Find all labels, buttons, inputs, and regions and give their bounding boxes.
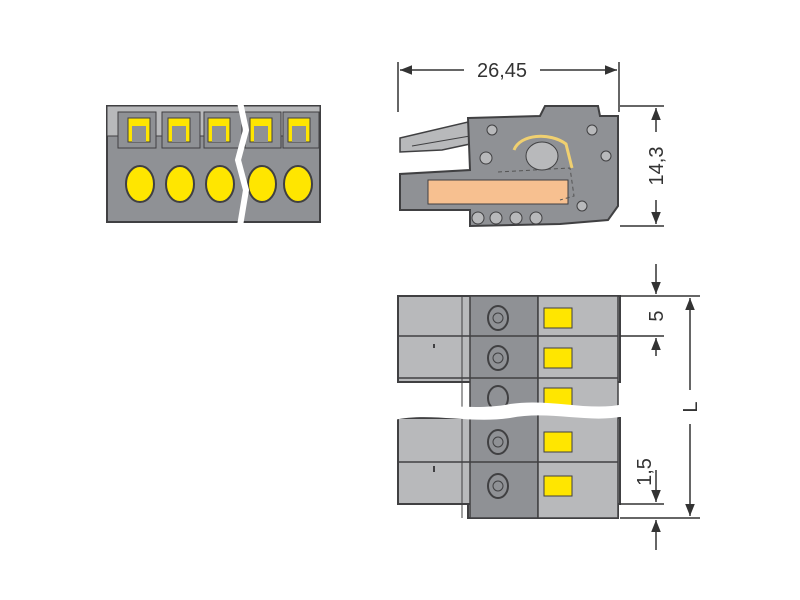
dimension-height: 14,3 — [620, 105, 668, 227]
top-view — [394, 295, 624, 519]
dimension-pitch: 5 — [620, 264, 700, 356]
dimension-width: 26,45 — [397, 60, 620, 112]
dimension-length-label: L — [680, 401, 702, 412]
dimension-length: L — [620, 298, 702, 519]
dimension-pitch-label: 5 — [646, 310, 668, 321]
front-pole-3 — [203, 111, 243, 203]
top-pole-5 — [487, 473, 573, 499]
front-pole-2 — [161, 111, 201, 203]
dimension-height-label: 14,3 — [646, 147, 668, 186]
front-pole-5 — [282, 111, 320, 203]
dimension-width-label: 26,45 — [477, 60, 527, 82]
front-pole-1 — [117, 111, 157, 203]
top-pole-1 — [487, 305, 573, 331]
side-view — [399, 105, 619, 228]
top-pole-2 — [487, 345, 573, 371]
top-pole-4 — [487, 429, 573, 455]
dimension-offset-label: 1,5 — [634, 458, 656, 486]
front-break-line — [234, 101, 250, 227]
front-pole-4 — [244, 111, 282, 203]
front-view — [106, 101, 321, 227]
dimension-offset: 1,5 — [620, 458, 664, 550]
top-break-line — [394, 402, 624, 420]
